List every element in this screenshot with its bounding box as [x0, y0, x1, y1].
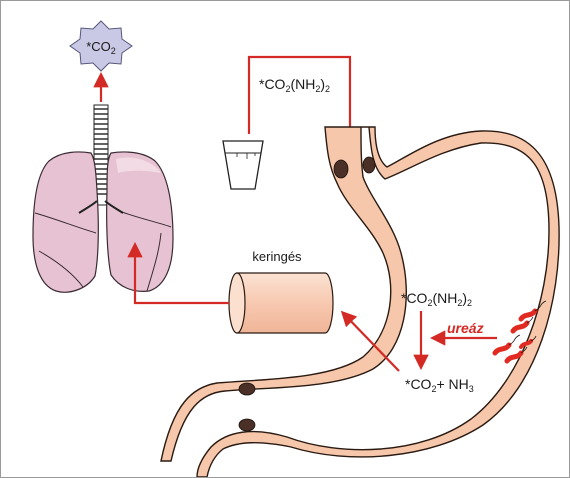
- stomach: [160, 126, 560, 477]
- left-lung: [32, 151, 99, 293]
- arrow-blood-to-lungs: [127, 241, 229, 305]
- circulation-label: keringés: [252, 249, 302, 264]
- urea-stomach-label: *CO2(NH2)2: [401, 290, 472, 308]
- co2-exhaled-badge: *CO2: [69, 20, 133, 72]
- products-label: *CO2+ NH3: [405, 376, 474, 394]
- right-lung: [106, 151, 174, 292]
- drinking-glass: [222, 140, 264, 190]
- co2-exhaled-label: *CO2: [86, 39, 116, 56]
- arrow-glass-to-stomach: [247, 55, 358, 150]
- bacteria-cluster: [492, 300, 547, 364]
- urea-drink-label: *CO2(NH2)2: [259, 76, 330, 94]
- circulation-vessel: [228, 272, 334, 334]
- urease-label: ureáz: [447, 320, 484, 336]
- arrow-co2-to-blood: [340, 310, 400, 372]
- trachea: [93, 104, 109, 206]
- lungs: [32, 104, 174, 293]
